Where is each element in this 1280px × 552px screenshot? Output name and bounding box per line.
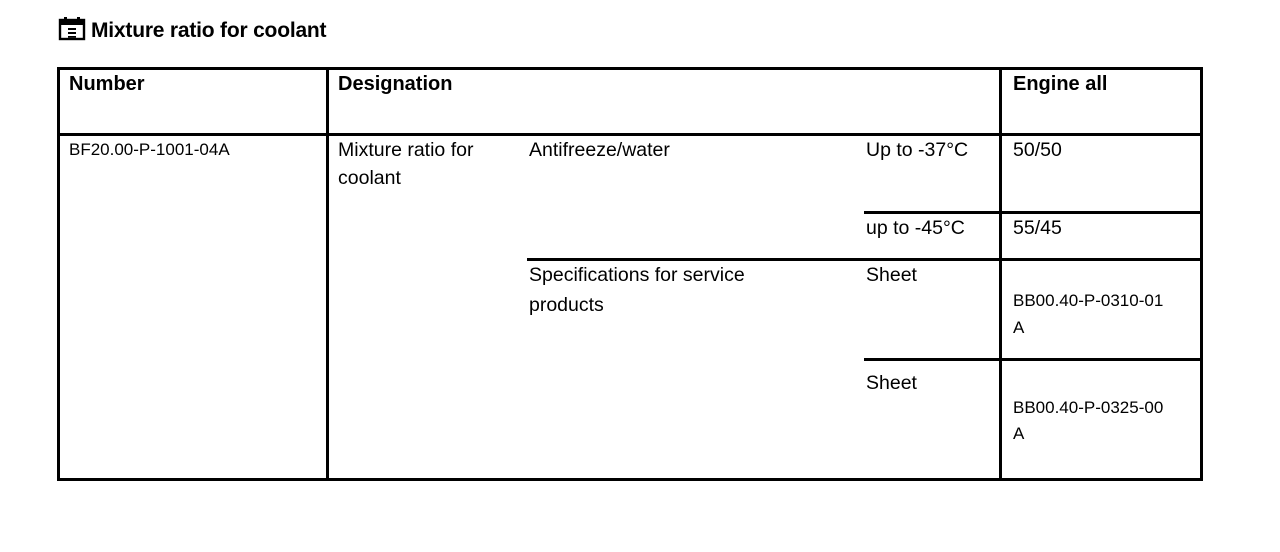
sheet-label-1: Sheet [866, 264, 917, 286]
designation-line-1: Mixture ratio for [338, 139, 474, 161]
ratio-1: 50/50 [1013, 139, 1062, 161]
table-border-top [57, 67, 1203, 70]
table-border-right [1200, 67, 1203, 481]
sheet-ref-2-line-1[interactable]: BB00.40-P-0325-00 [1013, 398, 1164, 417]
header-number: Number [69, 73, 145, 95]
spec-line-2: products [529, 294, 604, 316]
page-title-block: Mixture ratio for coolant [58, 14, 327, 44]
sheet-label-2: Sheet [866, 372, 917, 394]
header-divider [57, 133, 1203, 136]
header-designation: Designation [338, 73, 453, 95]
sheet-ref-2-line-2[interactable]: A [1013, 424, 1025, 443]
designation-line-2: coolant [338, 167, 401, 189]
table-border-left [57, 67, 60, 481]
table-border-bottom [57, 478, 1203, 481]
ratio-2: 55/45 [1013, 217, 1062, 239]
column-divider-1 [326, 67, 329, 481]
temp-limit-1: Up to -37°C [866, 139, 969, 161]
row-number: BF20.00-P-1001-04A [69, 140, 230, 159]
spec-line-1: Specifications for service [529, 264, 745, 286]
document-icon [58, 17, 86, 41]
page-title: Mixture ratio for coolant [91, 19, 327, 42]
row-divider-spec [527, 258, 1203, 261]
row-divider-temp [864, 211, 1203, 214]
sheet-ref-1-line-2[interactable]: A [1013, 318, 1025, 337]
row-divider-sheet [864, 358, 1203, 361]
temp-limit-2: up to -45°C [866, 217, 965, 239]
column-divider-2 [999, 67, 1002, 481]
sheet-ref-1-line-1[interactable]: BB00.40-P-0310-01 [1013, 291, 1164, 310]
header-engine: Engine all [1013, 73, 1108, 95]
antifreeze-label: Antifreeze/water [529, 139, 670, 161]
